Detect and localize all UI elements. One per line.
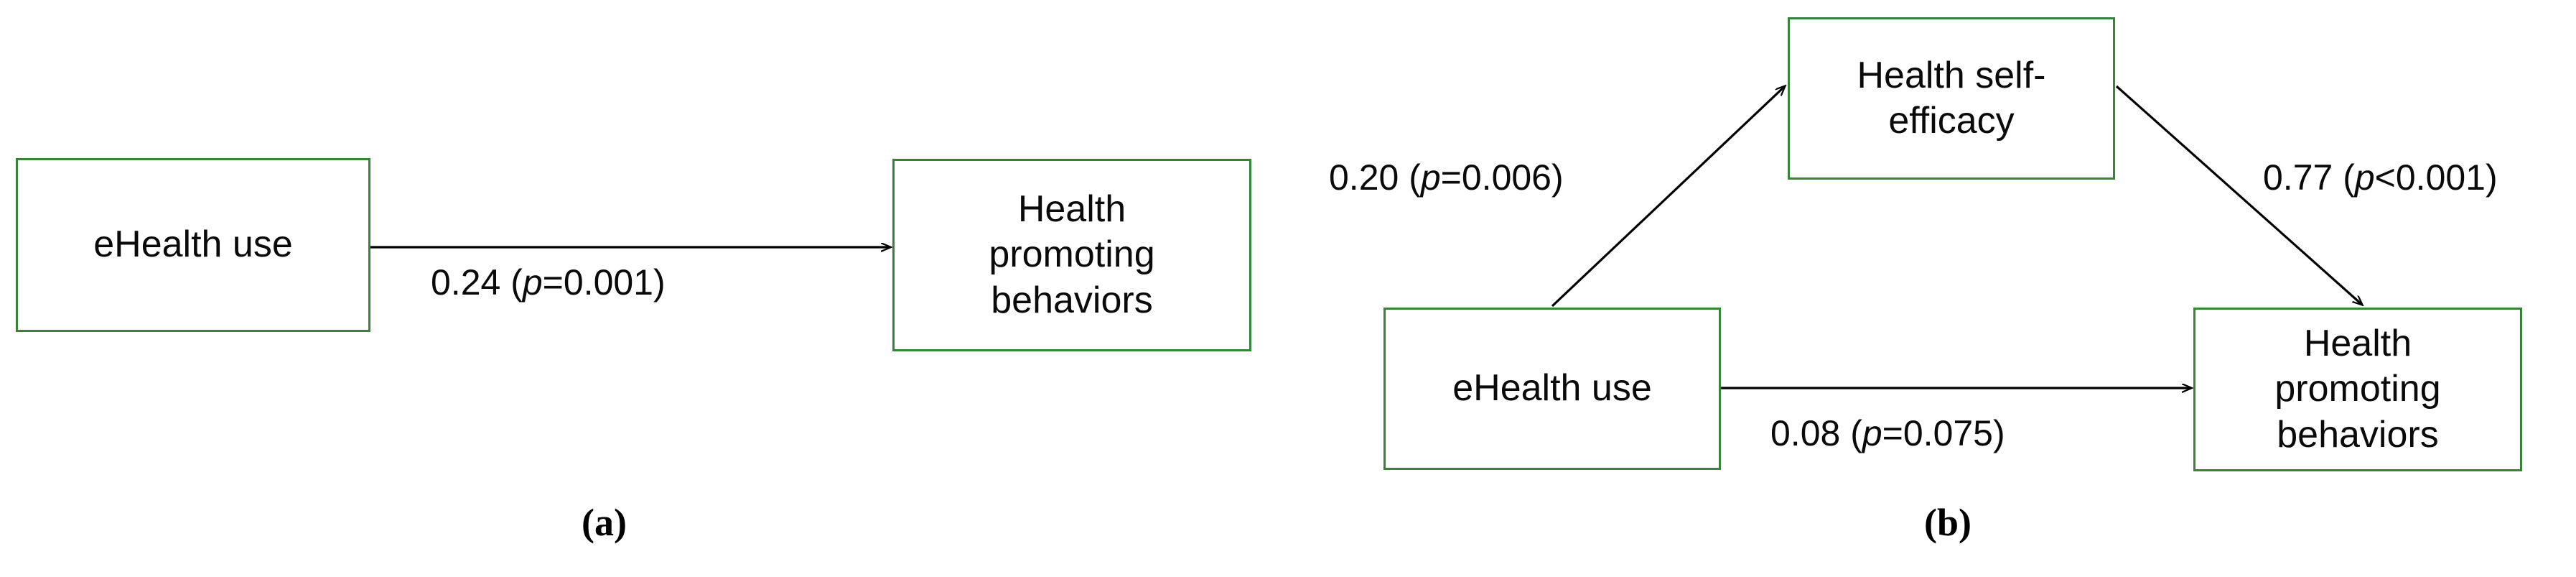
- edge-label-b-a-prefix: 0.20 (: [1329, 157, 1421, 198]
- node-a-ehealth-use-label: eHealth use: [93, 223, 293, 266]
- edge-label-b-b-italic-p: p: [2354, 157, 2375, 198]
- edge-label-b-a-italic-p: p: [1420, 157, 1441, 198]
- node-a-health-promoting-behaviors: Health promoting behaviors: [892, 159, 1251, 351]
- edge-label-a-prefix: 0.24 (: [431, 262, 523, 303]
- node-b-health-self-efficacy-label: Health self- efficacy: [1857, 54, 2046, 142]
- panel-caption-b: (b): [1924, 501, 1971, 544]
- edge-label-a-italic-p: p: [522, 262, 543, 303]
- arrow-b-a-path: [1551, 86, 1785, 308]
- node-a-ehealth-use: eHealth use: [16, 158, 370, 332]
- node-a-health-promoting-behaviors-label: Health promoting behaviors: [989, 188, 1155, 321]
- edge-label-b-a-suffix: =0.006): [1440, 157, 1564, 198]
- edge-label-b-b-prefix: 0.77 (: [2263, 157, 2355, 198]
- node-b-health-promoting-behaviors-label: Health promoting behaviors: [2274, 322, 2441, 456]
- edge-label-b-c-prefix: 0.08 (: [1770, 413, 1862, 453]
- node-b-health-promoting-behaviors: Health promoting behaviors: [2193, 308, 2522, 471]
- edge-label-b-b-suffix: <0.001): [2374, 157, 2498, 198]
- edge-label-b-c-suffix: =0.075): [1882, 413, 2005, 453]
- edge-label-a-total-effect: 0.24 (p=0.001): [431, 264, 666, 300]
- arrow-b-b-path: [2115, 85, 2362, 305]
- node-b-ehealth-use: eHealth use: [1383, 308, 1721, 470]
- panel-caption-a: (a): [582, 501, 627, 544]
- edge-label-b-c-prime-path: 0.08 (p=0.075): [1770, 415, 2005, 451]
- edge-label-b-b-path: 0.77 (p<0.001): [2263, 160, 2498, 195]
- node-b-ehealth-use-label: eHealth use: [1452, 367, 1652, 410]
- edge-label-b-c-italic-p: p: [1862, 413, 1882, 453]
- edge-label-b-a-path: 0.20 (p=0.006): [1329, 160, 1564, 195]
- node-b-health-self-efficacy: Health self- efficacy: [1788, 17, 2115, 180]
- edge-label-a-suffix: =0.001): [542, 262, 666, 303]
